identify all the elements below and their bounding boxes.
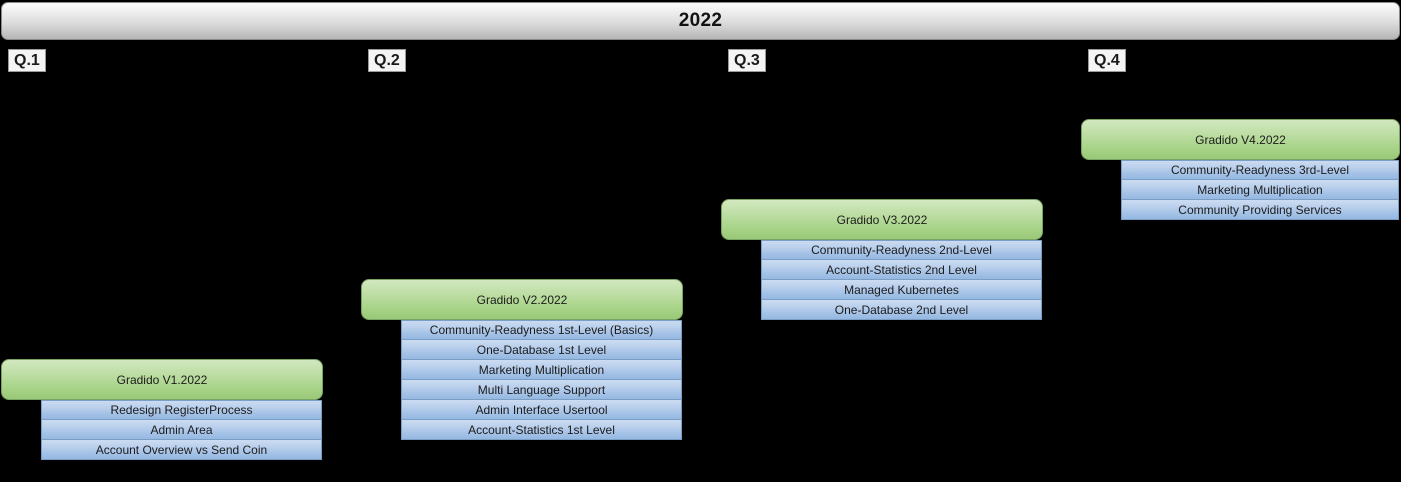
feature-label: Account-Statistics 1st Level [468, 422, 615, 437]
quarter-label-q1: Q.1 [14, 51, 40, 69]
feature-item[interactable]: Redesign RegisterProcess [41, 400, 322, 420]
quarter-marker-q1: Q.1 [8, 49, 46, 72]
release-header-v2[interactable]: Gradido V2.2022 [361, 279, 683, 320]
feature-item[interactable]: Admin Area [41, 420, 322, 440]
feature-item[interactable]: One-Database 1st Level [401, 340, 682, 360]
feature-list-v2: Community-Readyness 1st-Level (Basics) O… [401, 320, 682, 440]
feature-list-v1: Redesign RegisterProcess Admin Area Acco… [41, 400, 322, 460]
release-group-v1: Gradido V1.2022 Redesign RegisterProcess… [1, 359, 323, 460]
release-title-v1: Gradido V1.2022 [116, 372, 208, 387]
feature-label: Multi Language Support [477, 382, 606, 397]
feature-list-v4: Community-Readyness 3rd-Level Marketing … [1121, 160, 1399, 220]
release-group-v2: Gradido V2.2022 Community-Readyness 1st-… [361, 279, 683, 440]
year-header-bar: 2022 [1, 2, 1400, 40]
feature-item[interactable]: Managed Kubernetes [761, 280, 1042, 300]
feature-item[interactable]: Community-Readyness 2nd-Level [761, 240, 1042, 260]
feature-label: Account-Statistics 2nd Level [826, 262, 977, 277]
feature-list-v3: Community-Readyness 2nd-Level Account-St… [761, 240, 1042, 320]
feature-label: Admin Area [150, 422, 213, 437]
feature-label: Account Overview vs Send Coin [95, 442, 268, 457]
feature-label: Community-Readyness 2nd-Level [811, 243, 992, 257]
year-label: 2022 [678, 10, 723, 31]
quarter-marker-q3: Q.3 [728, 49, 766, 72]
quarter-label-q3: Q.3 [734, 51, 760, 69]
feature-item[interactable]: Account-Statistics 1st Level [401, 420, 682, 440]
feature-item[interactable]: One-Database 2nd Level [761, 300, 1042, 320]
release-title-v3: Gradido V3.2022 [836, 212, 928, 227]
feature-label: Admin Interface Usertool [475, 402, 608, 417]
feature-item[interactable]: Account-Statistics 2nd Level [761, 260, 1042, 280]
feature-label: Marketing Multiplication [1197, 182, 1323, 197]
feature-label: One-Database 1st Level [476, 342, 607, 357]
quarter-label-q2: Q.2 [374, 51, 400, 69]
release-group-v3: Gradido V3.2022 Community-Readyness 2nd-… [721, 199, 1043, 320]
feature-label: Community-Readyness 1st-Level (Basics) [429, 323, 654, 337]
feature-item[interactable]: Community-Readyness 3rd-Level [1121, 160, 1399, 180]
quarter-marker-q4: Q.4 [1088, 49, 1126, 72]
release-title-v2: Gradido V2.2022 [476, 292, 568, 307]
feature-item[interactable]: Community-Readyness 1st-Level (Basics) [401, 320, 682, 340]
feature-item[interactable]: Community Providing Services [1121, 200, 1399, 220]
feature-item[interactable]: Marketing Multiplication [401, 360, 682, 380]
release-header-v4[interactable]: Gradido V4.2022 [1081, 119, 1400, 160]
feature-label: Community-Readyness 3rd-Level [1170, 163, 1350, 177]
feature-label: Community Providing Services [1178, 202, 1342, 217]
feature-item[interactable]: Account Overview vs Send Coin [41, 440, 322, 460]
feature-label: Marketing Multiplication [478, 362, 605, 377]
release-header-v3[interactable]: Gradido V3.2022 [721, 199, 1043, 240]
feature-label: Managed Kubernetes [844, 282, 959, 297]
feature-item[interactable]: Admin Interface Usertool [401, 400, 682, 420]
release-title-v4: Gradido V4.2022 [1195, 132, 1286, 147]
feature-label: One-Database 2nd Level [834, 302, 969, 317]
feature-item[interactable]: Marketing Multiplication [1121, 180, 1399, 200]
release-group-v4: Gradido V4.2022 Community-Readyness 3rd-… [1081, 119, 1400, 220]
quarter-marker-q2: Q.2 [368, 49, 406, 72]
feature-label: Redesign RegisterProcess [110, 403, 253, 417]
release-header-v1[interactable]: Gradido V1.2022 [1, 359, 323, 400]
feature-item[interactable]: Multi Language Support [401, 380, 682, 400]
quarter-label-q4: Q.4 [1094, 51, 1120, 69]
